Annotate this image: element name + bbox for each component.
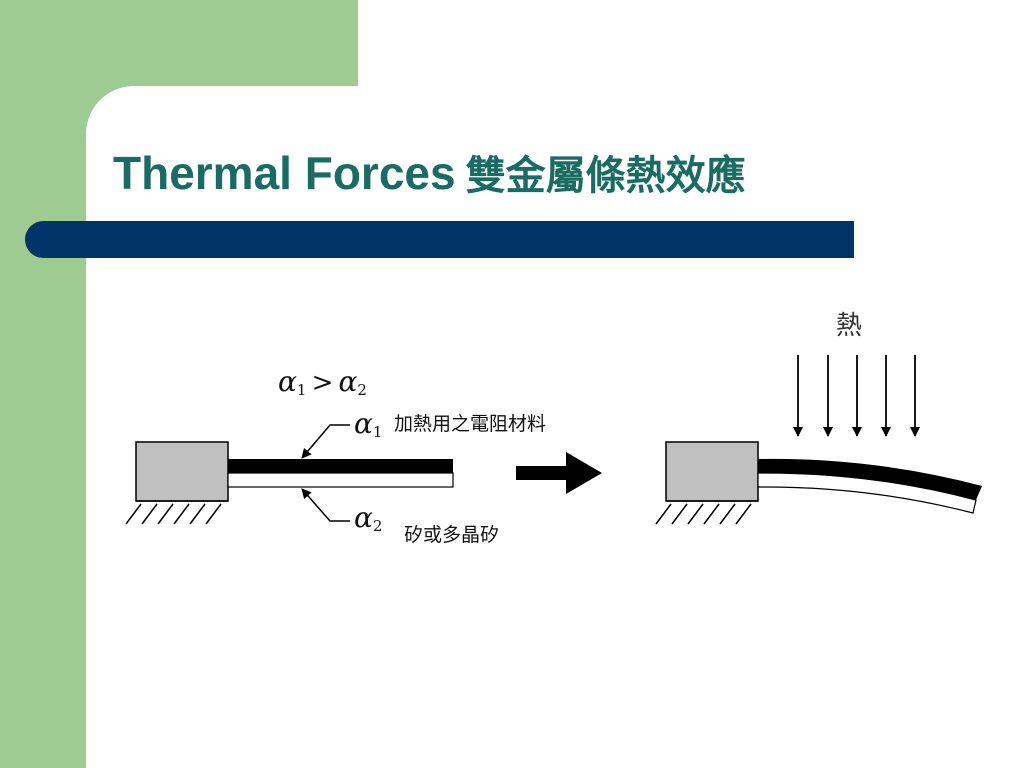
pointer-arrow-bottom [301,488,350,522]
initial-state [125,424,454,525]
anchor-block-right [665,441,759,502]
alpha-symbol: α [354,501,373,534]
slide-content-panel [86,86,1024,768]
alpha-symbol: α [278,365,297,398]
top-layer-symbol: α1 [354,410,382,440]
heat-arrows [793,355,920,437]
heat-label: 熱 [836,311,863,341]
bottom-layer-straight [227,472,454,488]
top-layer-label: 加熱用之電阻材料 [394,413,547,435]
transition-arrow [516,452,602,494]
alpha-symbol: α [338,365,358,398]
anchor-block-left [135,441,229,502]
ground-hatch-left [125,503,222,525]
bottom-layer-label: 矽或多晶矽 [404,524,500,546]
pointer-arrow-top [301,424,350,459]
top-layer-straight [228,459,453,473]
top-layer-bent [758,458,982,500]
alpha-subscript: 2 [372,517,383,535]
ground-hatch-right [655,503,752,525]
greater-than-sign: > [311,368,334,398]
bottom-layer-symbol: α2 [354,504,382,534]
alpha-subscript: 1 [296,381,307,399]
alpha-symbol: α [354,407,373,440]
title-english: Thermal Forces [113,147,456,199]
alpha-subscript: 1 [372,423,383,441]
slide-top-right-area [358,0,1024,90]
alpha-subscript: 2 [357,381,367,399]
heated-state [655,355,982,525]
alpha-relation: α1 > α2 [278,368,367,398]
title-chinese: 雙金屬條熱效應 [465,153,746,199]
title-underline-bar [25,221,854,258]
